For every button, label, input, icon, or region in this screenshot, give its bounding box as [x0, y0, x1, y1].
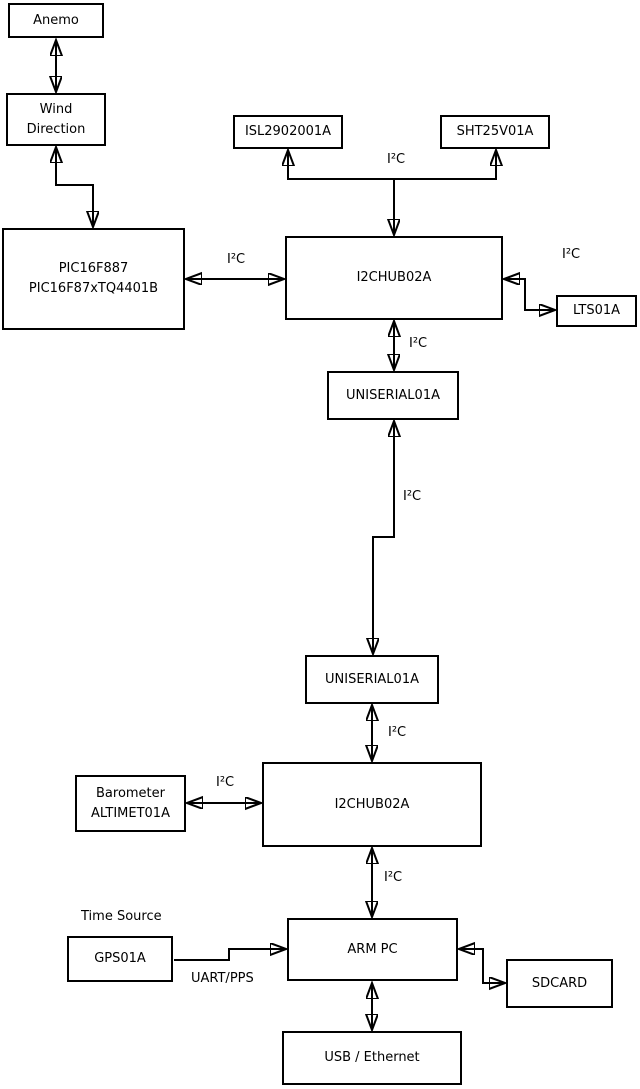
node-arm-pc: ARM PC [287, 918, 458, 981]
edge-label-uart-pps: UART/PPS [191, 971, 254, 986]
node-arm-pc-label: ARM PC [347, 941, 398, 957]
node-isl2902001a: ISL2902001A [233, 115, 343, 149]
node-i2chub02a-top: I2CHUB02A [285, 236, 503, 320]
node-usb-ethernet: USB / Ethernet [282, 1031, 462, 1085]
edge-label-i2c-hub2-armpc: I²C [384, 870, 403, 885]
node-i2chub02a-bottom: I2CHUB02A [262, 762, 482, 847]
edge-armpc-sdcard [460, 949, 504, 983]
node-lts01a: LTS01A [556, 295, 637, 327]
node-pic16f887-line2: PIC16F87xTQ4401B [28, 281, 159, 296]
node-anemo-label: Anemo [33, 12, 79, 28]
edge-label-i2c-pic-hub: I²C [227, 252, 246, 267]
node-uniserial01a-bottom-label: UNISERIAL01A [325, 671, 419, 687]
node-gps01a: GPS01A [67, 936, 173, 982]
node-i2chub02a-bottom-label: I2CHUB02A [334, 796, 410, 812]
edge-label-i2c-hub-lts: I²C [562, 247, 581, 262]
node-i2chub02a-top-label: I2CHUB02A [356, 270, 432, 285]
node-lts01a-label: LTS01A [572, 303, 621, 318]
node-barometer-line2: ALTIMET01A [91, 805, 170, 821]
node-uniserial01a-top: UNISERIAL01A [327, 371, 459, 420]
node-sdcard: SDCARD [506, 959, 613, 1008]
edge-i2chub-top-lts01a [505, 279, 554, 310]
node-sdcard-label: SDCARD [531, 975, 588, 991]
node-sht25v01a: SHT25V01A [440, 115, 550, 149]
annotation-time-source: Time Source [81, 909, 162, 924]
node-isl2902001a-label: ISL2902001A [244, 124, 332, 139]
edge-label-i2c-hub-uniserial: I²C [409, 336, 428, 351]
node-wind-direction-line2: Direction [26, 121, 86, 137]
node-wind-direction: Wind Direction [6, 93, 106, 146]
edge-gps-armpc [174, 949, 285, 961]
node-pic16f887-line1: PIC16F887 [58, 261, 129, 276]
node-usb-ethernet-label: USB / Ethernet [324, 1050, 420, 1065]
edge-winddirection-pic [56, 148, 93, 226]
edge-label-i2c-sensor-bus: I²C [387, 152, 406, 167]
node-pic16f887: PIC16F887 PIC16F87xTQ4401B [2, 228, 185, 330]
edge-label-i2c-uniserial-hub2: I²C [388, 725, 407, 740]
node-barometer-altimet01a: Barometer ALTIMET01A [75, 775, 186, 832]
node-barometer-line1: Barometer [96, 785, 165, 801]
edge-sensorbus-isl-sht [288, 151, 496, 180]
edge-uniserial-top-uniserial-bottom [373, 422, 394, 653]
node-uniserial01a-bottom: UNISERIAL01A [305, 655, 439, 704]
node-uniserial01a-top-label: UNISERIAL01A [346, 387, 440, 403]
edge-label-i2c-barometer-hub2: I²C [216, 775, 235, 790]
node-anemo: Anemo [8, 3, 104, 38]
node-sht25v01a-label: SHT25V01A [456, 124, 534, 139]
node-wind-direction-line1: Wind [39, 101, 73, 117]
edge-label-i2c-uniserial-link: I²C [403, 489, 422, 504]
node-gps01a-label: GPS01A [94, 951, 146, 966]
